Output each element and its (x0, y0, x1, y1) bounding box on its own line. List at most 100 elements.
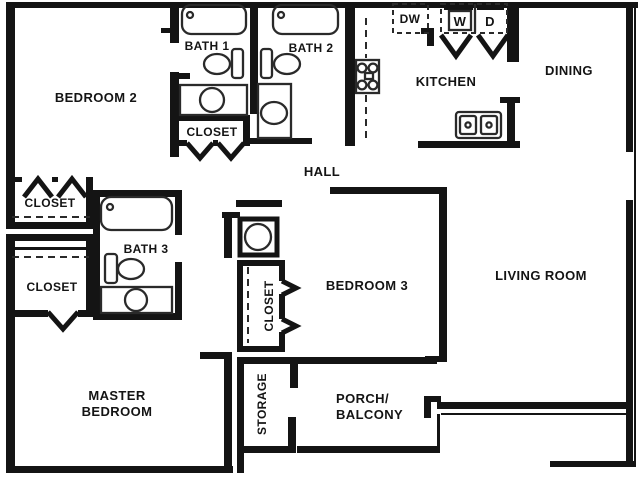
wall-left-upper (6, 2, 15, 178)
label-bedroom2-closet: CLOSET (24, 196, 75, 210)
wall-porch-bottom (297, 446, 440, 453)
bath3-tub (99, 195, 174, 232)
wall-peninsula-h (500, 97, 520, 103)
stove-burner (367, 79, 379, 91)
left-closet-walls (6, 177, 93, 317)
wall-wd-left-jamb-v (427, 28, 434, 46)
wall-b3closet-front-a (279, 260, 285, 281)
stove-burner (356, 79, 368, 91)
wall-b3closet-front-b (279, 294, 285, 319)
wall-peninsula-v (507, 103, 515, 141)
washer-box (447, 9, 473, 32)
wall-bath1-closet-front-b (213, 140, 218, 146)
wall-bath1-door-stub (161, 28, 171, 33)
stove-burner (356, 62, 368, 74)
wall-right-living (626, 200, 633, 461)
bath2-toilet (272, 52, 302, 76)
sink-drain (464, 121, 472, 129)
bath1-toilet (202, 52, 232, 76)
wall-storage-left (237, 357, 244, 453)
master-closet-door-icon (46, 310, 80, 333)
utility-closet (237, 216, 280, 258)
bath1-sink (198, 86, 226, 114)
label-washer: W (454, 14, 467, 29)
hall-utility-walls (200, 200, 282, 473)
bath1-toilet-tank (230, 47, 245, 80)
stove (354, 58, 381, 95)
kitchen-sink-basin (479, 114, 499, 136)
wall-porch-right-line (437, 414, 440, 452)
wall-bath1-closet-front-a (178, 140, 187, 146)
wall-bath1-closet-front-c (244, 140, 250, 146)
label-dishwasher: DW (400, 12, 421, 26)
wall-bedroom3-bottom (290, 357, 437, 364)
bath2-tub-drain (276, 10, 286, 20)
water-heater-box (237, 216, 280, 258)
bath3-tub-drain (105, 202, 115, 212)
wall-corridor-v (224, 212, 232, 258)
wd-shelf-line (477, 7, 504, 10)
bath1-tub-drain (185, 10, 195, 20)
kitchen-sink (454, 110, 503, 140)
bath2-toilet-tank (259, 47, 274, 80)
wall-bath1-closet-right (243, 118, 250, 146)
bath3-walls (93, 190, 182, 320)
wall-hall-south-utility (236, 200, 282, 207)
label-bedroom2: BEDROOM 2 (55, 90, 137, 105)
wall-bottom-right (550, 461, 636, 467)
label-bedroom3: BEDROOM 3 (326, 278, 408, 293)
wall-b3closet-top (237, 260, 285, 266)
label-hall: HALL (304, 164, 340, 179)
wall-bath1-bath2 (250, 2, 258, 114)
wall-closet2-right (86, 234, 93, 317)
wall-master-ne-stub (200, 352, 232, 359)
wall-closet2-top (6, 234, 93, 241)
wall-living-south (437, 402, 633, 409)
wall-master-right (224, 352, 232, 473)
wall-right-dining (626, 2, 633, 152)
washer-dryer-door-icon (475, 33, 511, 61)
wall-balcony-notch-h (424, 396, 441, 402)
label-living-room: LIVING ROOM (495, 268, 587, 283)
wall-bedroom3-right (439, 194, 447, 362)
kitchen-fixtures (354, 3, 508, 140)
bath2-vanity (256, 82, 293, 140)
bath2-fixtures (256, 3, 340, 140)
bedroom2-closet-door-icon (22, 174, 54, 199)
wall-bath2-kitchen (345, 2, 355, 146)
door-chevrons (22, 33, 511, 336)
label-dining: DINING (545, 63, 593, 78)
wall-b3closet-left (237, 260, 243, 352)
bath2-tub (271, 3, 340, 36)
wall-bath3-top (95, 190, 182, 197)
wall-storage-top (237, 357, 292, 364)
wall-bed2-bath1-lower (170, 72, 179, 157)
wall-closet1-front-a (6, 177, 22, 182)
sink-drain (485, 121, 493, 129)
bath1-bath2-walls (161, 2, 312, 157)
wall-living-south-line (441, 413, 633, 415)
wall-bath3-right-upper (175, 190, 182, 235)
wall-storage-bottom (237, 446, 295, 453)
wall-b3closet-front-c (279, 332, 285, 352)
bath2-sink (259, 100, 289, 126)
bath3-vanity (99, 285, 174, 315)
bedroom2-closet-door-icon (56, 174, 88, 199)
bath1-closet-door-icon (216, 141, 246, 162)
kitchen-walls (345, 2, 520, 148)
bedroom3-closet-walls (237, 260, 285, 352)
kitchen-sink-basin (458, 114, 478, 136)
label-bath1-closet: CLOSET (186, 125, 237, 139)
wall-bath2-bottom (250, 138, 312, 144)
bedroom3-closet-door-icon (280, 278, 302, 298)
wall-bath3-left (93, 190, 100, 320)
stove-burner (367, 62, 379, 74)
wall-master-bottom (6, 466, 233, 473)
wall-left-master (6, 317, 15, 473)
label-bath3: BATH 3 (124, 242, 169, 256)
stove-center (363, 71, 375, 81)
label-dryer: D (485, 14, 495, 29)
wall-closet2-bottom-b (78, 310, 93, 317)
bath3-fixtures (99, 195, 174, 315)
